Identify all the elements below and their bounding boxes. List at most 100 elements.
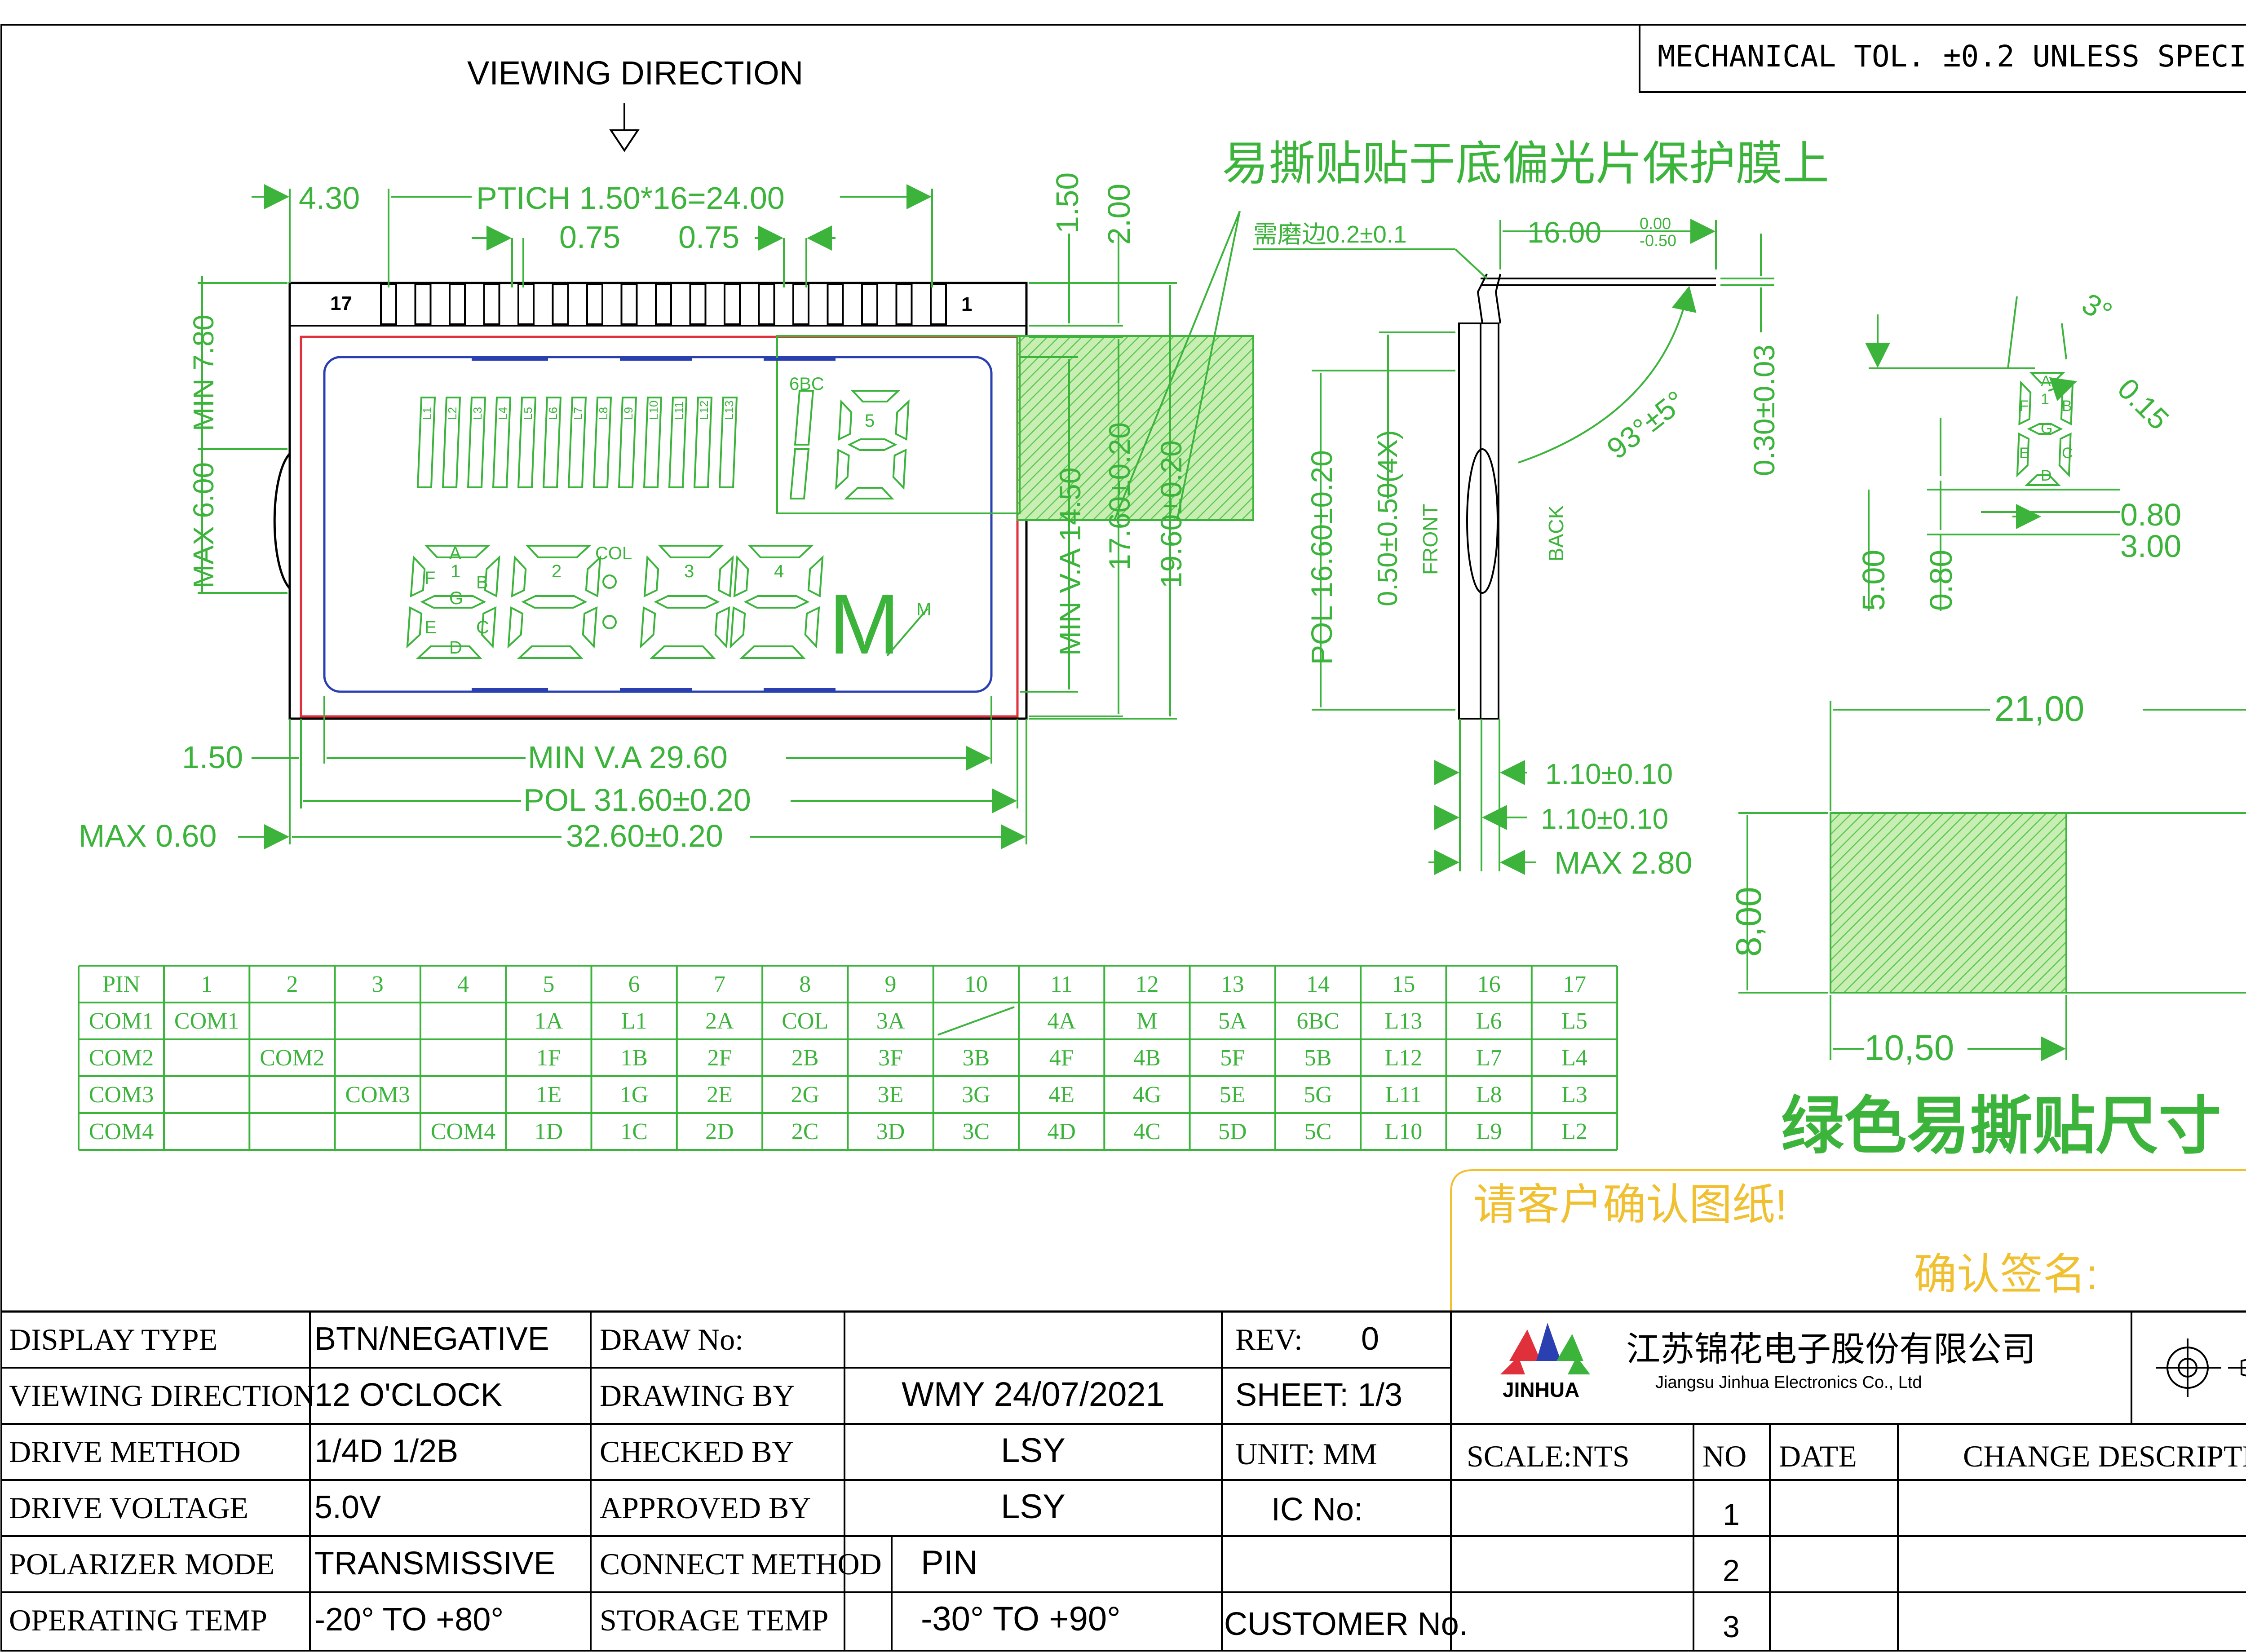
pin-table-cell: 16 (1477, 972, 1501, 997)
pin-table-cell: 2F (707, 1045, 732, 1071)
pin-table-cell: L2 (1561, 1119, 1587, 1144)
segment (416, 645, 482, 659)
pin-table-cell: COM3 (345, 1082, 410, 1108)
rev-value: 0 (1361, 1321, 1379, 1357)
bar-segment (567, 397, 587, 488)
detail-seg-label: C (2062, 445, 2073, 462)
pin-table-cell: 6BC (1296, 1008, 1339, 1034)
bar-label: L12 (697, 401, 711, 420)
pin-table-cell: L9 (1476, 1119, 1502, 1144)
pin (861, 283, 878, 325)
sticker-title: 绿色易撕贴尺寸 (1781, 1091, 2221, 1161)
spec-label: OPERATING TEMP (9, 1603, 267, 1637)
pin-table-cell: 4B (1133, 1045, 1161, 1071)
dim-pitch: PTICH 1.50*16=24.00 (476, 181, 785, 216)
pin-table-cell: COM2 (260, 1045, 324, 1071)
segment (658, 545, 725, 558)
bar-label: L11 (672, 402, 685, 420)
detail-seg-label: D (2041, 467, 2052, 484)
spec-value: -20° TO +80° (314, 1602, 504, 1638)
pin-table-cell: 2B (791, 1045, 819, 1071)
pin-table-cell: 1B (620, 1045, 648, 1071)
col-dot-bottom (602, 615, 617, 629)
pin (620, 283, 638, 325)
detail-seg-label: E (2019, 445, 2029, 462)
segment (649, 645, 716, 659)
spec-value: 1/4D 1/2B (314, 1433, 458, 1469)
dim-150-bottom: 1.50 (182, 740, 243, 775)
pin (552, 283, 569, 325)
bar-label: L7 (571, 407, 585, 420)
segment (2025, 474, 2061, 486)
pin-table-cell: 4D (1047, 1119, 1076, 1144)
bar-label: L3 (471, 407, 484, 420)
segment (730, 606, 746, 649)
pin-table-cell: 17 (1563, 972, 1586, 997)
viewing-area-outline (323, 356, 993, 693)
segment (892, 448, 907, 490)
bar-segment (467, 397, 486, 488)
bar-segment (542, 397, 562, 488)
bar-segment (442, 397, 461, 488)
seg-label-b: B (476, 573, 488, 592)
spec-value: 12 O'CLOCK (314, 1377, 502, 1413)
sticker-placement-note: 易撕贴贴于底偏光片保护膜上 (1222, 138, 1829, 190)
dim-top-200: 2.00 (1101, 184, 1136, 245)
bar-label: L5 (521, 407, 535, 420)
segment (895, 399, 910, 441)
pin-row (380, 283, 947, 325)
pin (930, 283, 947, 325)
rev-row-number: 3 (1723, 1610, 1740, 1644)
projection-symbol-icon (2156, 1338, 2246, 1397)
detail-seg-label: A (2041, 373, 2051, 390)
bar-segment (618, 397, 637, 488)
pin-table-cell: 5A (1218, 1008, 1247, 1034)
pin-table-cell: 4 (457, 972, 469, 997)
scale: SCALE:NTS (1467, 1439, 1630, 1473)
dim-050: 0.50±0.50(4X) (1372, 430, 1403, 607)
segment (517, 645, 584, 659)
col-no: NO (1702, 1439, 1746, 1473)
approval-value: WMY 24/07/2021 (902, 1375, 1165, 1413)
detail-015: 0.15 (2111, 372, 2175, 436)
col-change: CHANGE DESCRIPTION (1963, 1439, 2246, 1473)
pin (758, 283, 775, 325)
dim-1960: 19.60±0.20 (1154, 440, 1188, 588)
pin (724, 283, 741, 325)
pin-table-cell: 11 (1050, 972, 1073, 997)
pin-table-cell: 9 (885, 972, 897, 997)
pin-table-cell: COM4 (89, 1119, 154, 1144)
sticker-hatch (1830, 812, 2067, 994)
seg-label-c: C (476, 618, 489, 637)
bar-segment (416, 397, 436, 488)
digit-2 (507, 545, 601, 659)
pin-table-cell: L10 (1384, 1119, 1422, 1144)
pin (517, 283, 535, 325)
segment (743, 595, 810, 609)
segment (640, 606, 656, 649)
sticker-dim-1050: 10,50 (1864, 1028, 1954, 1068)
digit-1 (406, 545, 500, 659)
bar-label: L13 (722, 401, 736, 420)
label-front: FRONT (1419, 504, 1442, 575)
dim-3260: 32.60±0.20 (566, 818, 723, 853)
seg-label-f: F (424, 568, 435, 588)
pin-table-cell: 3D (876, 1119, 905, 1144)
pin (895, 283, 913, 325)
company-name-cn: 江苏锦花电子股份有限公司 (1626, 1330, 2036, 1369)
segment (481, 606, 497, 649)
pin-table-cell: 5 (543, 972, 554, 997)
pin-table-cell: 13 (1221, 972, 1244, 997)
segment (739, 645, 806, 659)
pin-table-cell: 10 (964, 972, 988, 997)
com-marks (472, 358, 836, 691)
detail-seg-label: F (2019, 398, 2029, 415)
segment (2016, 432, 2030, 477)
viewing-direction: VIEWING DIRECTION (467, 54, 803, 152)
seg-label-g: G (449, 588, 463, 608)
digit-5 (835, 390, 910, 499)
